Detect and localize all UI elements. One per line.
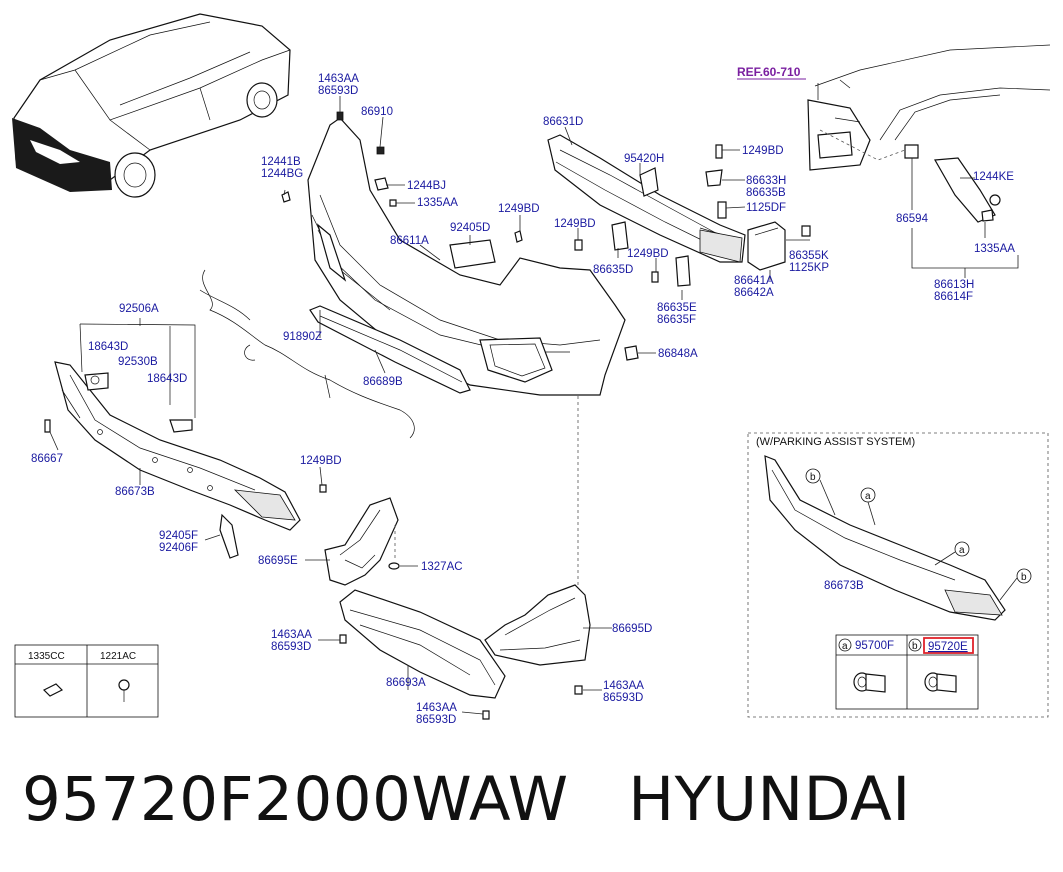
label-1125DF: 1125DF [746, 202, 786, 214]
fastener-col1-header: 1335CC [28, 651, 65, 662]
label-86689B: 86689B [363, 376, 403, 388]
label-86633H: 86633H [746, 175, 786, 187]
label-86635F: 86635F [657, 314, 696, 326]
parking-panel-title: (W/PARKING ASSIST SYSTEM) [756, 436, 915, 448]
svg-text:b: b [1021, 572, 1027, 583]
reflector-part [219, 513, 239, 559]
label-86611A: 86611A [390, 235, 429, 247]
part-caption: 95720F2000WAW HYUNDAI [22, 765, 911, 835]
label-86613H: 86613H [934, 279, 974, 291]
strip-part [309, 305, 471, 394]
bumper-cover-part [307, 117, 626, 396]
label-92405D: 92405D [450, 222, 490, 234]
ref-label: REF.60-710 [737, 65, 801, 79]
label-86642A: 86642A [734, 287, 774, 299]
parking-assist-panel: (W/PARKING ASSIST SYSTEM) b a a b 86673B… [747, 432, 1049, 718]
fender-ref-area [807, 44, 1051, 223]
label-12441B: 12441B [261, 156, 301, 168]
svg-text:a: a [865, 491, 871, 502]
label-86848A: 86848A [658, 348, 698, 360]
label-1249BD: 1249BD [742, 145, 784, 157]
label-1249BD: 1249BD [554, 218, 596, 230]
label-92506A: 92506A [119, 303, 159, 315]
label-92405F: 92405F [159, 530, 198, 542]
svg-text:a: a [959, 545, 965, 556]
label-92530B: 92530B [118, 356, 158, 368]
part-labels: REF.60-710 1463AA 86593D 86910 12441B 12… [31, 65, 1015, 726]
label-1463AA: 1463AA [271, 629, 312, 641]
leader-lines [49, 83, 1019, 715]
wiring-harness-part [199, 269, 415, 439]
lower-skirt-part [54, 361, 301, 531]
label-18643D: 18643D [88, 341, 128, 353]
clip-icon [42, 683, 64, 697]
svg-text:b: b [810, 472, 816, 483]
label-1335AA: 1335AA [974, 243, 1015, 255]
brand-name: HYUNDAI [628, 764, 911, 835]
sensor-icon [853, 672, 886, 693]
under-cover-part [339, 589, 506, 699]
label-1244BG: 1244BG [261, 168, 303, 180]
label-1463AA: 1463AA [318, 73, 359, 85]
label-86593D: 86593D [603, 692, 643, 704]
label-95420H: 95420H [624, 153, 664, 165]
label-1249BD: 1249BD [498, 203, 540, 215]
car-thumbnail-icon [12, 13, 291, 198]
label-86635E: 86635E [657, 302, 697, 314]
highlight-box [923, 637, 974, 654]
label-1335AA: 1335AA [417, 197, 458, 209]
label-1249BD: 1249BD [300, 455, 342, 467]
label-86593D: 86593D [271, 641, 311, 653]
sensor-icon [924, 672, 957, 693]
label-1244KE: 1244KE [973, 171, 1014, 183]
label-91890Z: 91890Z [283, 331, 322, 343]
svg-text:a: a [842, 641, 848, 652]
screw-icon [118, 679, 130, 691]
label-86693A: 86693A [386, 677, 426, 689]
sensor-95700F-label: 95700F [855, 640, 894, 652]
label-86355K: 86355K [789, 250, 829, 262]
fastener-col2-header: 1221AC [100, 651, 136, 662]
label-1244BJ: 1244BJ [407, 180, 446, 192]
label-86631D: 86631D [543, 116, 583, 128]
label-86594: 86594 [896, 213, 929, 225]
label-86673B: 86673B [115, 486, 155, 498]
label-86635B: 86635B [746, 187, 786, 199]
label-86593D: 86593D [318, 85, 358, 97]
label-86641A: 86641A [734, 275, 774, 287]
label-86667: 86667 [31, 453, 63, 465]
label-86695D: 86695D [612, 623, 652, 635]
sensor-95720E-label: 95720E [928, 641, 968, 653]
label-86910: 86910 [361, 106, 393, 118]
label-92406F: 92406F [159, 542, 198, 554]
fastener-table: 1335CC 1221AC [14, 644, 159, 718]
part-number: 95720F2000WAW [22, 764, 569, 835]
sensor-bracket-parts [79, 318, 196, 433]
label-1249BD: 1249BD [627, 248, 669, 260]
label-86614F: 86614F [934, 291, 973, 303]
parking-label-86673B: 86673B [824, 580, 864, 592]
label-18643D: 18643D [147, 373, 187, 385]
fender-liner-parts [324, 497, 591, 666]
label-86635D: 86635D [593, 264, 633, 276]
label-1327AC: 1327AC [421, 561, 463, 573]
label-1463AA: 1463AA [416, 702, 457, 714]
bracket-parts [449, 167, 786, 361]
label-1463AA: 1463AA [603, 680, 644, 692]
label-1125KP: 1125KP [789, 262, 829, 274]
label-86695E: 86695E [258, 555, 298, 567]
bumper-beam-part [547, 134, 746, 263]
label-86593D: 86593D [416, 714, 456, 726]
svg-text:b: b [912, 641, 918, 652]
